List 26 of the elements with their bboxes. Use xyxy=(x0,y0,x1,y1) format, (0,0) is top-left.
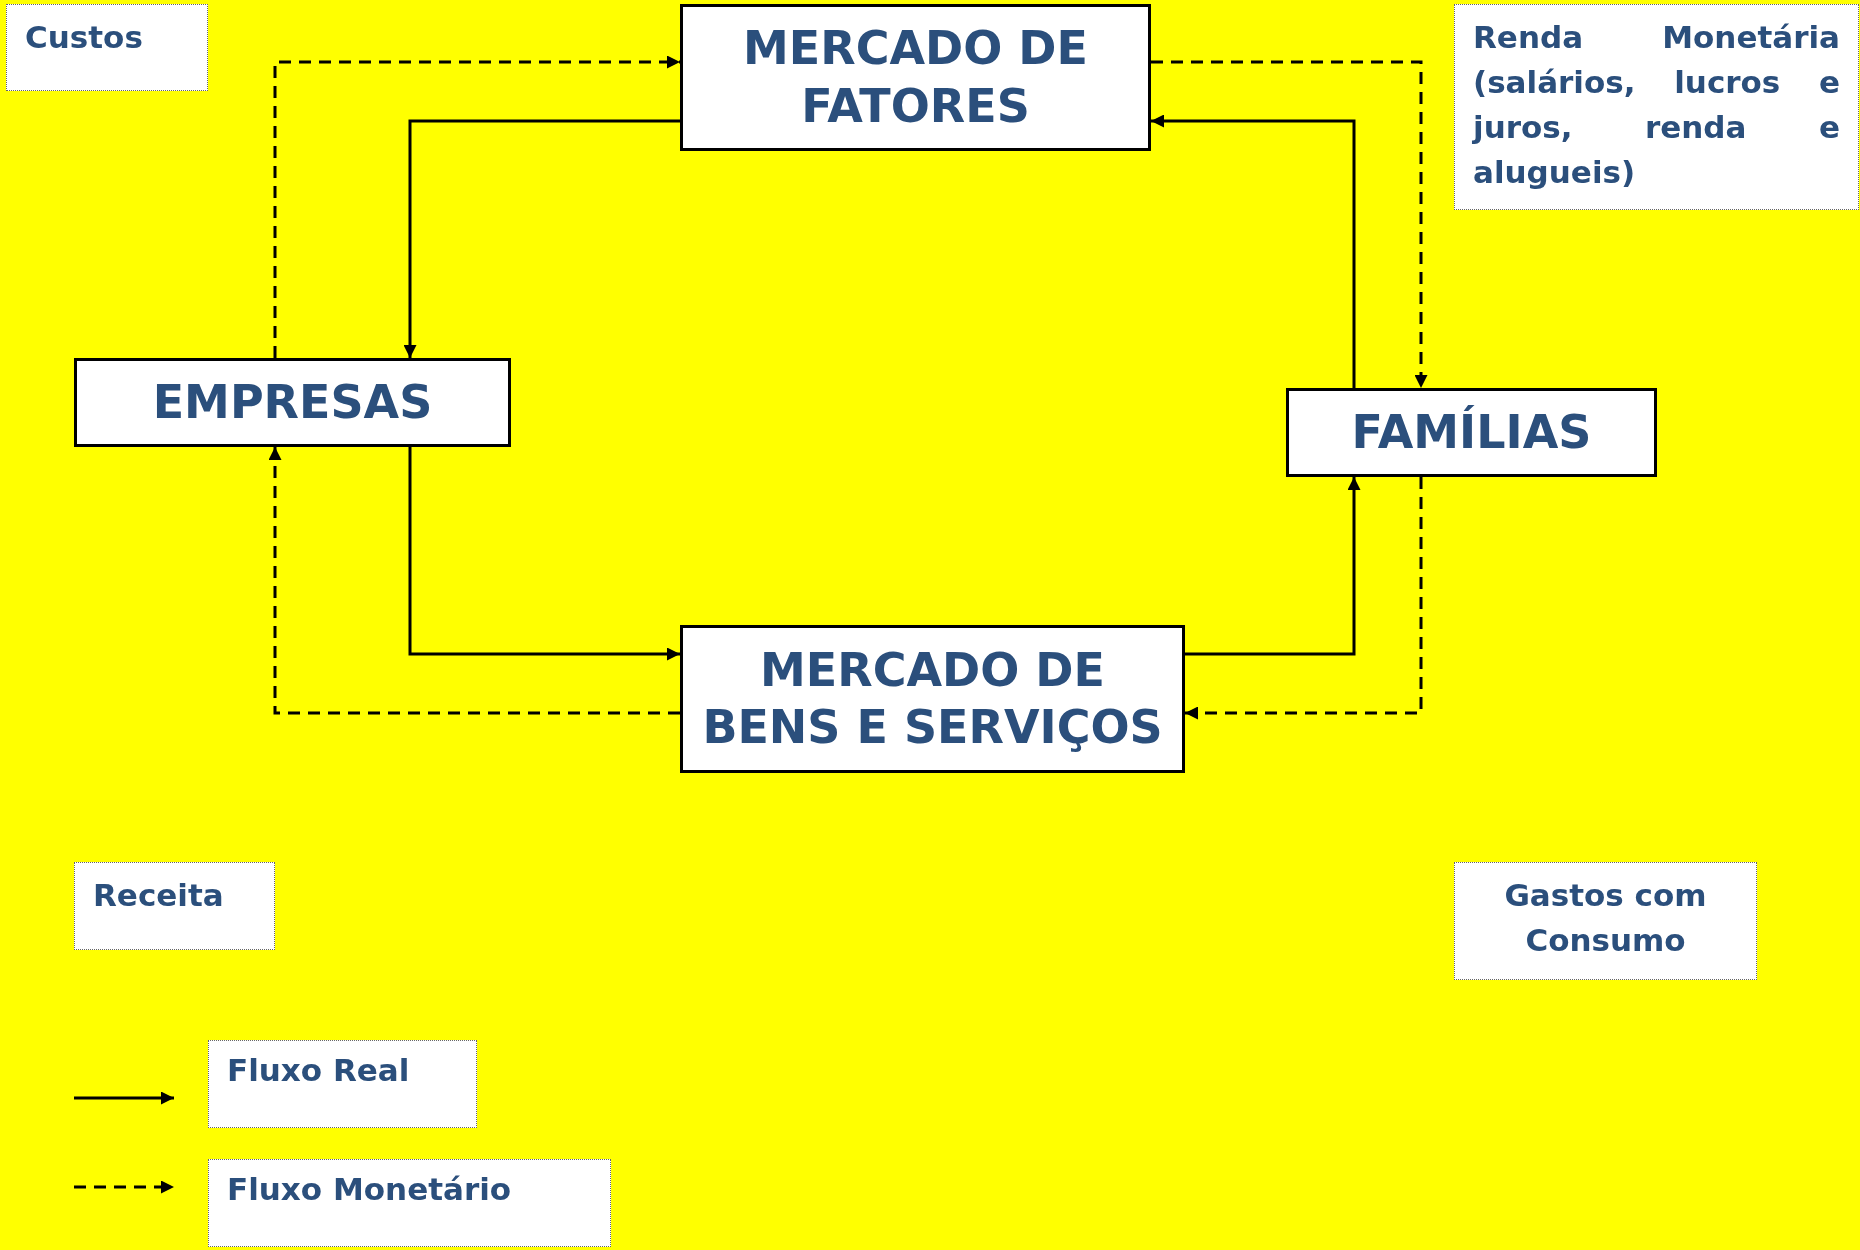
node-label: MERCADO DE BENS E SERVIÇOS xyxy=(701,641,1164,756)
arrow xyxy=(1151,60,1428,388)
legend-label: Fluxo Real xyxy=(208,1040,477,1128)
node-label: MERCADO DE FATORES xyxy=(742,20,1089,135)
label-box xyxy=(1454,4,1859,210)
node-label: Receita xyxy=(93,876,224,915)
node-label: Gastos com Consumo xyxy=(1503,876,1708,960)
legend-label: Fluxo Monetário xyxy=(208,1159,611,1247)
node-label: Custos xyxy=(25,18,143,57)
node-label: FAMÍLIAS xyxy=(1350,403,1593,461)
process-box xyxy=(680,4,1151,151)
arrow xyxy=(1151,114,1356,388)
process-box xyxy=(1286,388,1657,477)
arrow xyxy=(403,119,680,358)
arrow xyxy=(408,447,680,661)
arrow xyxy=(268,447,680,715)
node-label: Renda Monetária (salários, lucros e juros, renda e alugueis) xyxy=(1473,18,1840,192)
process-box xyxy=(680,625,1185,773)
label-box xyxy=(74,862,275,950)
label-box xyxy=(1454,862,1757,980)
node-label: EMPRESAS xyxy=(151,373,434,431)
arrow xyxy=(1185,477,1361,656)
arrow xyxy=(1185,477,1423,720)
label-box xyxy=(6,4,208,91)
process-box xyxy=(74,358,511,447)
arrow xyxy=(273,55,680,358)
